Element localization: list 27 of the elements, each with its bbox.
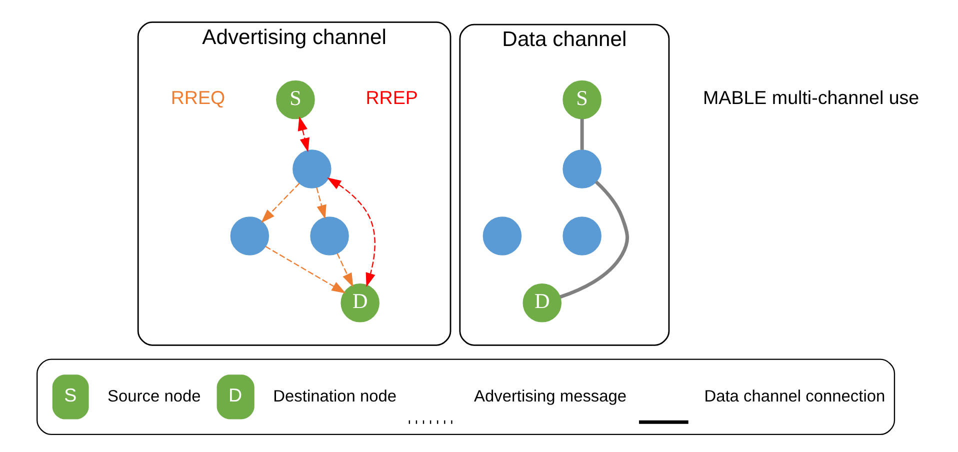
label: RREP: [366, 87, 418, 108]
legend-label: Data channel connection: [704, 387, 886, 406]
label: D: [228, 384, 242, 406]
connector: [560, 180, 630, 299]
node-circle: D: [522, 284, 562, 322]
node-circle: [230, 216, 270, 256]
label: RREQ: [170, 87, 226, 108]
node-circle: [482, 216, 522, 256]
arrow: [316, 187, 326, 220]
label: S: [64, 384, 77, 406]
legend-label: Advertising message: [474, 387, 627, 406]
label: MABLE multi-channel use: [703, 87, 920, 108]
node-circle: [562, 216, 602, 256]
node-circle: [562, 150, 602, 188]
node-circle: D: [340, 284, 380, 322]
node-circle: S: [276, 80, 315, 120]
node-circle: S: [562, 80, 602, 120]
legend-label: Destination node: [273, 387, 397, 406]
arrow: [327, 177, 376, 288]
arrow: [261, 182, 300, 224]
node-circle: [310, 216, 349, 256]
node-circle: [292, 150, 332, 188]
arrow: [336, 253, 354, 288]
connector: [580, 118, 584, 150]
arrow: [265, 246, 346, 294]
legend-label: Source node: [108, 387, 201, 406]
arrow: [298, 116, 310, 152]
